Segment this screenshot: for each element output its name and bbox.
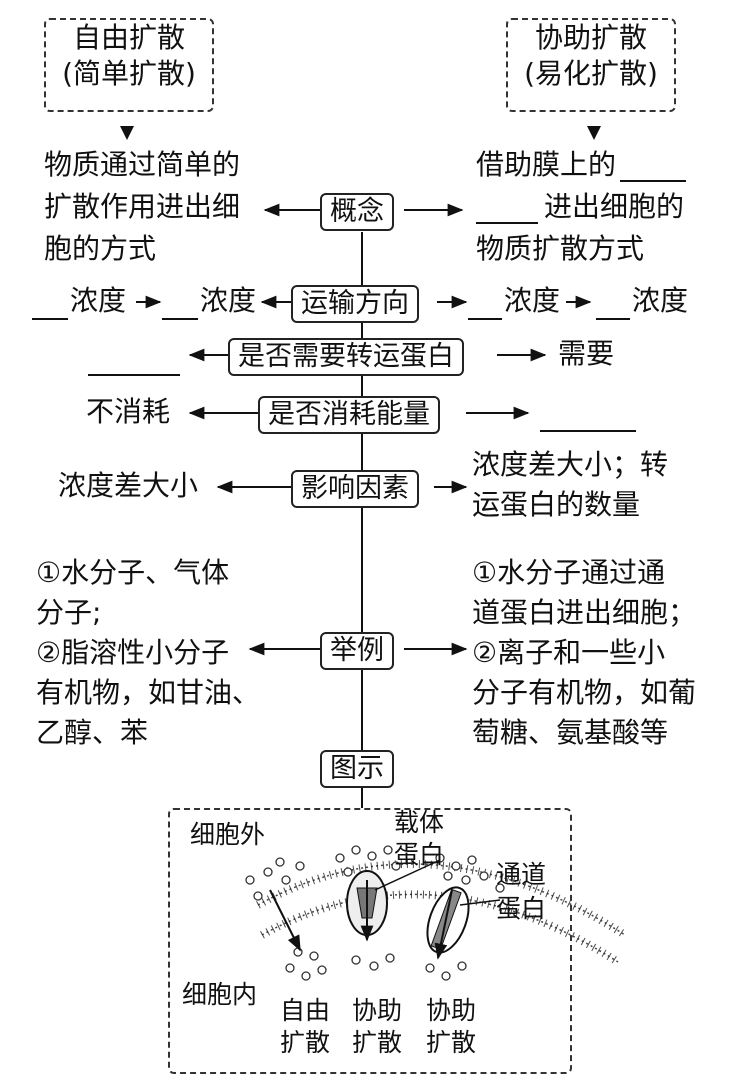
examples-right-line5: 萄糖、氨基酸等 xyxy=(472,716,669,749)
illustration-channel-label-1: 通道 xyxy=(496,860,547,889)
direction-blank-2 xyxy=(162,318,198,320)
concept-right-line3: 物质扩散方式 xyxy=(476,232,645,265)
direction-blank-4 xyxy=(596,318,630,320)
examples-right-line4: 分子有机物，如葡 xyxy=(472,676,697,709)
header-facilitated-diffusion-line1: 协助扩散 xyxy=(534,21,647,54)
membrane-illustration xyxy=(245,845,628,981)
factors-left: 浓度差大小 xyxy=(58,469,199,502)
header-facilitated-diffusion: 协助扩散 (易化扩散) xyxy=(506,18,676,112)
left-down-arrow-icon xyxy=(120,126,134,140)
header-free-diffusion-line2: (简单扩散) xyxy=(62,57,196,90)
illustration-carrier-label-1: 载体 xyxy=(394,808,445,837)
examples-right-line1: ①水分子通过通 xyxy=(472,556,666,589)
direction-right-2: 浓度 xyxy=(632,284,689,317)
label-diagram: 图示 xyxy=(320,750,394,788)
illustration-bottom-1a: 自由 xyxy=(280,996,331,1025)
right-down-arrow-icon xyxy=(587,126,601,140)
examples-left-line1: ①水分子、气体 xyxy=(36,556,230,589)
illustration-channel-label-2: 蛋白 xyxy=(496,894,547,923)
illustration-bottom-2b: 扩散 xyxy=(352,1028,403,1057)
energy-left: 不消耗 xyxy=(86,395,171,428)
label-energy: 是否消耗能量 xyxy=(258,396,440,434)
label-direction: 运输方向 xyxy=(291,285,419,323)
illustration-outside-label: 细胞外 xyxy=(190,820,266,849)
direction-left-1: 浓度 xyxy=(70,284,127,317)
concept-right-line2: 进出细胞的 xyxy=(544,190,685,223)
factors-right-line2: 运蛋白的数量 xyxy=(472,488,641,521)
examples-right-line3: ②离子和一些小 xyxy=(472,636,666,669)
protein-blank xyxy=(88,374,180,376)
direction-blank-3 xyxy=(468,318,502,320)
header-free-diffusion-line1: 自由扩散 xyxy=(72,21,185,54)
concept-left-line1: 物质通过简单的 xyxy=(44,148,241,181)
examples-left-line2: 分子; xyxy=(36,596,102,629)
concept-left-line3: 胞的方式 xyxy=(44,232,157,265)
protein-right: 需要 xyxy=(558,337,615,370)
direction-left-2: 浓度 xyxy=(200,284,257,317)
concept-blank-2 xyxy=(476,222,538,224)
examples-left-line5: 乙醇、苯 xyxy=(36,716,149,749)
concept-blank-1 xyxy=(620,180,686,182)
label-examples: 举例 xyxy=(320,632,394,670)
examples-right-line2: 道蛋白进出细胞； xyxy=(472,596,697,629)
illustration-carrier-label-2: 蛋白 xyxy=(394,840,445,869)
energy-blank xyxy=(540,430,636,432)
illustration-bottom-1b: 扩散 xyxy=(280,1028,331,1057)
direction-right-1: 浓度 xyxy=(504,284,561,317)
direction-blank-1 xyxy=(32,318,68,320)
illustration-frame xyxy=(168,808,572,1074)
label-need-protein: 是否需要转运蛋白 xyxy=(228,338,464,376)
header-free-diffusion: 自由扩散 (简单扩散) xyxy=(44,18,214,112)
examples-left-line3: ②脂溶性小分子 xyxy=(36,636,230,669)
label-concept: 概念 xyxy=(320,193,394,231)
factors-right-line1: 浓度差大小；转 xyxy=(472,448,669,481)
concept-right-line1: 借助膜上的 xyxy=(476,148,617,181)
illustration-bottom-2a: 协助 xyxy=(352,996,403,1025)
illustration-bottom-3a: 协助 xyxy=(426,996,477,1025)
illustration-inside-label: 细胞内 xyxy=(182,980,258,1009)
header-facilitated-diffusion-line2: (易化扩散) xyxy=(524,57,658,90)
examples-left-line4: 有机物，如甘油、 xyxy=(36,676,261,709)
label-factors: 影响因素 xyxy=(291,470,419,508)
concept-left-line2: 扩散作用进出细 xyxy=(44,190,241,223)
illustration-bottom-3b: 扩散 xyxy=(426,1028,477,1057)
